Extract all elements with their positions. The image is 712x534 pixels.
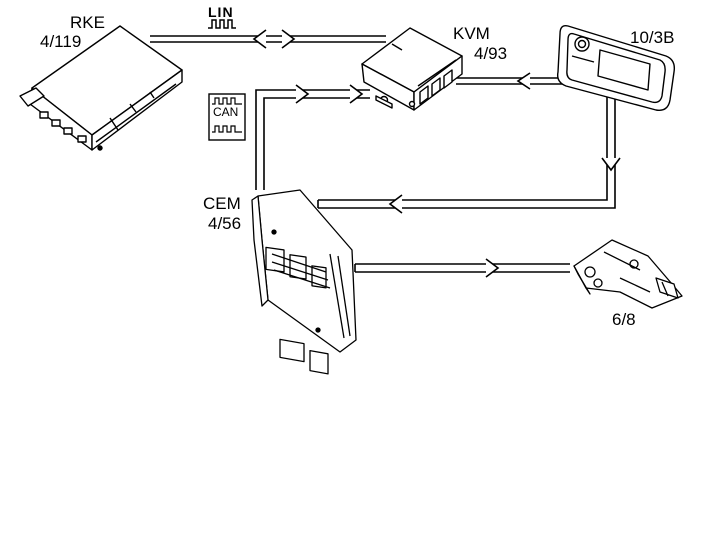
arrow-right-marker [295, 84, 310, 104]
link-handle-cem [317, 83, 616, 209]
link-cem-lock [354, 263, 570, 273]
lock-code-label: 6/8 [612, 310, 636, 329]
cem-name-label: CEM [203, 194, 241, 213]
kvm-code-label: 4/93 [474, 44, 508, 63]
rke-name-label: RKE [70, 13, 105, 32]
lin-bus-label: LIN [208, 4, 234, 20]
arrow-right-marker [281, 29, 296, 49]
link-cem-kvm [255, 89, 370, 190]
can-bus-icon [208, 93, 246, 141]
kvm-name-label: KVM [453, 24, 490, 43]
arrow-right-marker [349, 84, 364, 104]
lin-bus-icon [208, 19, 236, 29]
arrow-right-marker [485, 258, 500, 278]
link-rke-kvm [150, 35, 386, 43]
arrow-left-marker [516, 72, 531, 90]
cem-module-icon [251, 189, 357, 375]
rke-module-icon [19, 25, 183, 151]
handle-code-label: 10/3B [630, 28, 675, 47]
cem-code-label: 4/56 [208, 214, 242, 233]
rke-code-label: 4/119 [40, 32, 82, 51]
arrow-down-marker [601, 157, 621, 172]
kvm-module-icon [361, 27, 463, 111]
arrow-left-marker [252, 29, 267, 49]
door-lock-icon [573, 239, 683, 309]
arrow-left-marker [388, 194, 403, 214]
door-handle-icon [556, 24, 676, 111]
can-bus-label: CAN [213, 105, 239, 119]
